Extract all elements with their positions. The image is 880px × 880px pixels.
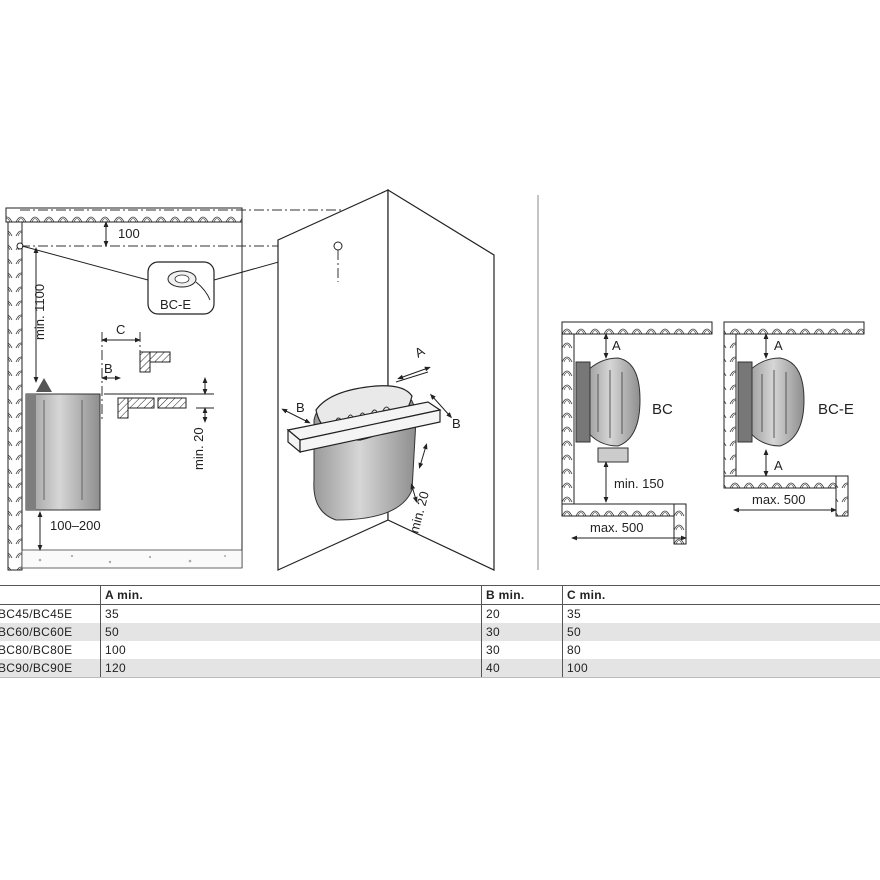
header-b-min: B min. — [481, 585, 563, 605]
table-row: BC60/BC60E 50 30 50 — [0, 623, 880, 641]
side-floor-label: 100–200 — [50, 518, 101, 533]
floor — [21, 549, 243, 569]
header-a-min: A min. — [100, 585, 482, 605]
header-model — [0, 585, 101, 605]
cell-b: 20 — [481, 604, 563, 623]
cell-a: 35 — [100, 604, 482, 623]
plan-view-bc: A BC min. 150 max. 500 — [561, 321, 713, 545]
cell-a: 50 — [100, 623, 482, 641]
plan-bce-a-bottom-label: A — [774, 458, 783, 473]
plan-bc-max500-label: max. 500 — [590, 520, 643, 535]
plan-bce-a-top-label: A — [774, 338, 783, 353]
side-elevation: 100 min. 1100 BC-E C B — [5, 207, 360, 571]
perspective-b-right-label: B — [452, 416, 461, 431]
table-row: BC45/BC45E 35 20 35 — [0, 604, 880, 623]
perspective-view: A B B min. 20 — [277, 188, 495, 571]
table-header-row: A min. B min. C min. — [0, 585, 880, 605]
side-b-label: B — [104, 361, 113, 376]
cell-c: 80 — [562, 641, 880, 659]
cell-c: 50 — [562, 623, 880, 641]
plan-bc-min150-label: min. 150 — [614, 476, 664, 491]
cell-b: 30 — [481, 641, 563, 659]
cell-a: 100 — [100, 641, 482, 659]
plan-view-bce: A BC-E A max. 500 — [723, 321, 865, 517]
perspective-b-left-label: B — [296, 400, 305, 415]
cell-model: BC80/BC80E — [0, 641, 101, 659]
side-height-label: min. 1100 — [32, 284, 47, 340]
cell-model: BC90/BC90E — [0, 659, 101, 678]
plan-bc-a-label: A — [612, 338, 621, 353]
table-row: BC90/BC90E 120 40 100 — [0, 659, 880, 678]
plan-bce-max500-label: max. 500 — [752, 492, 805, 507]
cell-model: BC45/BC45E — [0, 604, 101, 623]
table-row: BC80/BC80E 100 30 80 — [0, 641, 880, 659]
cell-model: BC60/BC60E — [0, 623, 101, 641]
controller-bc-e: BC-E — [147, 261, 215, 315]
cell-c: 100 — [562, 659, 880, 678]
plan-bc-label: BC — [652, 401, 673, 418]
cell-a: 120 — [100, 659, 482, 678]
heater-side — [25, 378, 101, 511]
left-wall — [7, 221, 23, 571]
cell-b: 30 — [481, 623, 563, 641]
side-min20-label: min. 20 — [191, 427, 206, 470]
controller-label: BC-E — [160, 297, 191, 312]
side-c-label: C — [116, 322, 125, 337]
cell-b: 40 — [481, 659, 563, 678]
side-top-clearance-label: 100 — [118, 226, 140, 241]
perspective-sensor-icon — [333, 241, 343, 251]
plan-bce-label: BC-E — [818, 401, 854, 418]
cell-c: 35 — [562, 604, 880, 623]
clearance-table: A min. B min. C min. BC45/BC45E 35 20 35… — [0, 585, 880, 678]
header-c-min: C min. — [562, 585, 880, 605]
